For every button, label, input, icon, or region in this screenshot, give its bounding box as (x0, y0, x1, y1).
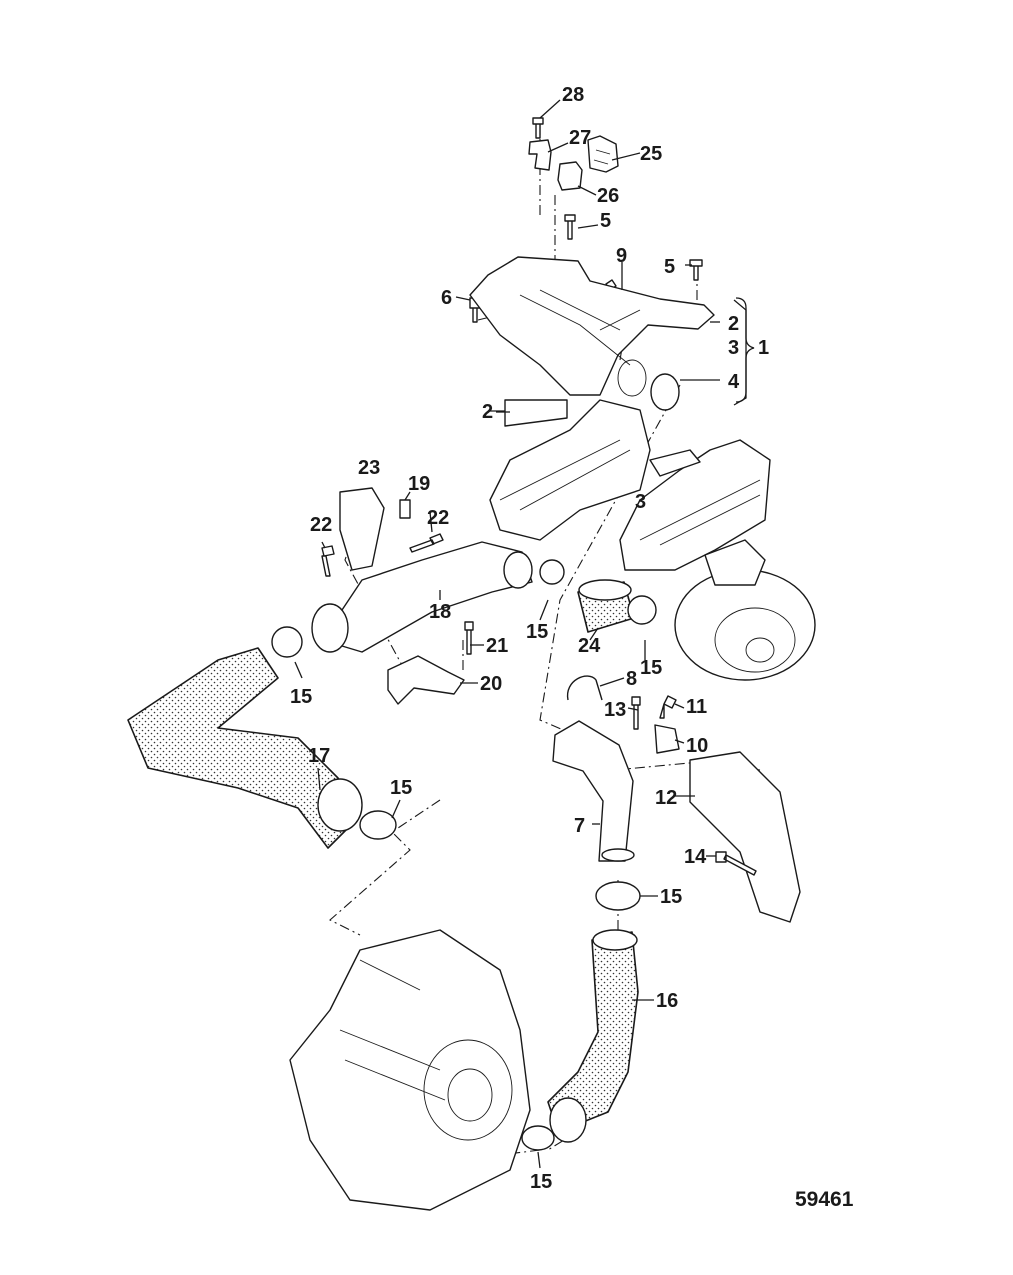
gasket-2 (504, 399, 568, 427)
elbow-7 (552, 720, 634, 862)
callout-15-elbow: 15 (660, 886, 682, 908)
clamp-15-24 (627, 595, 657, 625)
bolt-11 (659, 695, 677, 719)
callout-14: 14 (684, 846, 707, 868)
sensor-10 (654, 724, 680, 754)
callout-15-bottom: 15 (530, 1171, 552, 1193)
sensor-bracket-group (528, 117, 619, 191)
bracket-23 (339, 487, 385, 571)
bracket-12 (689, 751, 801, 923)
hose-24-group (577, 579, 657, 633)
turbo-compressor (674, 539, 816, 681)
callout-2-right: 2 (728, 313, 739, 335)
callout-3-right: 3 (728, 337, 739, 359)
callout-4: 4 (728, 371, 740, 393)
callout-16: 16 (656, 990, 678, 1012)
clamp-15-mid (539, 559, 565, 585)
callout-15-hose24: 15 (640, 657, 662, 679)
callout-23: 23 (358, 457, 380, 479)
cap-26 (557, 161, 583, 191)
callout-5-right: 5 (664, 256, 675, 278)
hose-17 (127, 647, 359, 849)
callout-24: 24 (578, 635, 601, 657)
bolt-22-left (321, 545, 335, 577)
callout-1: 1 (758, 337, 769, 359)
callout-7: 7 (574, 815, 585, 837)
callout-13: 13 (604, 699, 626, 721)
callout-22-right: 22 (427, 507, 449, 529)
bolt-13 (631, 696, 641, 730)
callout-27: 27 (569, 127, 591, 149)
callout-10: 10 (686, 735, 708, 757)
hose-16-group (521, 929, 639, 1151)
group-bracket-1 (735, 297, 755, 403)
callout-3-middle: 3 (635, 491, 646, 513)
callout-21: 21 (486, 635, 508, 657)
engine-block (289, 929, 531, 1211)
callout-12: 12 (655, 787, 677, 809)
figure-number: 59461 (795, 1188, 854, 1211)
callout-19: 19 (408, 473, 430, 495)
bolt-14 (715, 851, 757, 876)
callout-15-upper-left: 15 (290, 686, 312, 708)
bracket-20 (387, 655, 465, 705)
screw-28 (532, 117, 544, 139)
callout-15-hose18: 15 (526, 621, 548, 643)
clamp-15-bottom (521, 1125, 555, 1151)
gasket-3 (649, 449, 701, 477)
callout-15-lower-left: 15 (390, 777, 412, 799)
intake-manifold-upper (469, 214, 715, 411)
hose-17-group (127, 626, 397, 849)
callout-28: 28 (562, 84, 584, 106)
callout-6: 6 (441, 287, 452, 309)
plug-19 (399, 499, 411, 519)
callout-26: 26 (597, 185, 619, 207)
manifold-top (469, 256, 715, 396)
intake-manifold-lower (489, 399, 771, 571)
manifold-lower-right (619, 439, 771, 571)
sensor-25 (587, 135, 619, 173)
clamp-15-bottom-left (359, 810, 397, 840)
callout-11: 11 (686, 696, 707, 718)
gasket-4 (650, 373, 680, 411)
elbow-7-group (552, 675, 801, 923)
callout-20: 20 (480, 673, 502, 695)
callout-18: 18 (429, 601, 451, 623)
bolt-21 (464, 621, 474, 655)
callout-22-left: 22 (310, 514, 332, 536)
screw-5-upper (564, 214, 576, 240)
air-tube-18-group (311, 487, 565, 705)
clamp-15-top-left (271, 626, 303, 658)
callout-labels: 28 27 25 26 5 9 5 6 2 3 1 4 2 3 23 19 22… (290, 84, 769, 1193)
leader-lines (294, 99, 747, 1169)
callout-8: 8 (626, 668, 637, 690)
screw-5-right (689, 259, 703, 281)
callout-9: 9 (616, 245, 627, 267)
callout-25: 25 (640, 143, 662, 165)
callout-5-upper: 5 (600, 210, 611, 232)
hose-8 (567, 675, 603, 701)
bracket-27 (528, 139, 552, 171)
callout-17: 17 (308, 745, 330, 767)
clamp-15-elbow (595, 881, 641, 911)
bolt-22-right (409, 533, 444, 553)
callout-2-left: 2 (482, 401, 493, 423)
